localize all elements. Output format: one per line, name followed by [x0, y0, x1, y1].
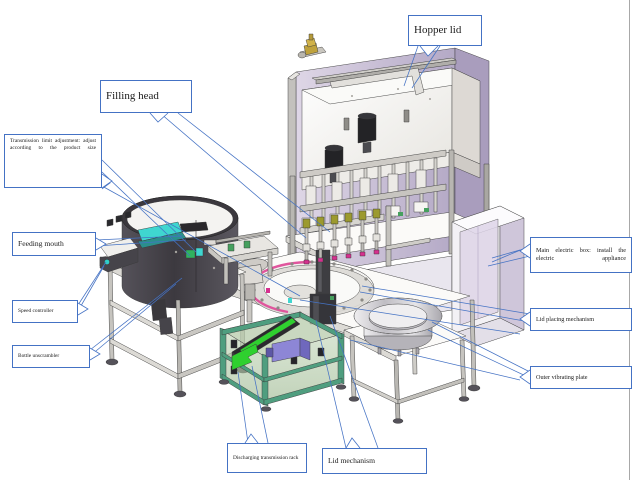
callout-feeding-mouth: Feeding mouth: [12, 232, 96, 256]
callout-hopper-lid: Hopper lid: [408, 15, 482, 46]
callout-text: Lid placing mechanism: [536, 315, 595, 323]
tail-lidmech: [345, 437, 361, 449]
callout-outer-vibrating-plate: Outer vibrating plate: [530, 366, 632, 389]
callout-text: Lid mechanism: [328, 456, 376, 466]
tail-hopper: [419, 45, 439, 57]
rotary-star-table: [235, 249, 375, 325]
tail-discharging: [244, 433, 259, 444]
callout-text: Filling head: [106, 90, 159, 103]
tail-feeding: [95, 237, 107, 251]
tail-speed: [77, 302, 89, 316]
discharge-conveyor: [218, 311, 347, 412]
tail-electric: [519, 243, 531, 259]
callout-text: Discharging transmission rack: [233, 454, 299, 461]
callout-text: Feeding mouth: [18, 239, 64, 249]
callout-filling-head: Filling head: [100, 80, 192, 113]
callout-main-electric-box: Main electric box: install the electric …: [530, 237, 632, 273]
callout-text: Main electric box: install the electric …: [536, 247, 626, 262]
callout-transmission-limit-adjustment: Transmission limit adjustment: adjust ac…: [4, 134, 102, 188]
tail-filling: [149, 112, 169, 123]
callout-text: Speed controller: [18, 308, 54, 315]
callout-text: Hopper lid: [414, 24, 462, 37]
main-frame: [285, 33, 493, 331]
callout-lid-mechanism: Lid mechanism: [322, 448, 427, 474]
tail-unscrambler: [89, 347, 101, 361]
callout-speed-controller: Speed controller: [12, 300, 78, 323]
bottle-unscrambler-drum: [99, 195, 250, 398]
callout-text: Outer vibrating plate: [536, 373, 588, 381]
callout-text: Bottle unscrambler: [18, 353, 60, 360]
electric-cabinet: [451, 205, 525, 347]
vibrating-bowl: [343, 297, 470, 424]
tail-transmission: [101, 173, 113, 189]
control-panel: [99, 210, 139, 273]
callout-bottle-unscrambler: Bottle unscrambler: [12, 345, 90, 368]
callout-lid-placing-mechanism: Lid placing mechanism: [530, 308, 632, 331]
infeed-conveyor: [185, 230, 279, 285]
tail-lidplacing: [519, 311, 531, 327]
filling-nozzle-assembly: [299, 205, 431, 267]
callout-discharging-transmission-rack: Discharging transmission rack: [227, 443, 307, 473]
callout-text: Transmission limit adjustment: adjust ac…: [10, 138, 96, 151]
tail-vibrating: [519, 369, 531, 385]
